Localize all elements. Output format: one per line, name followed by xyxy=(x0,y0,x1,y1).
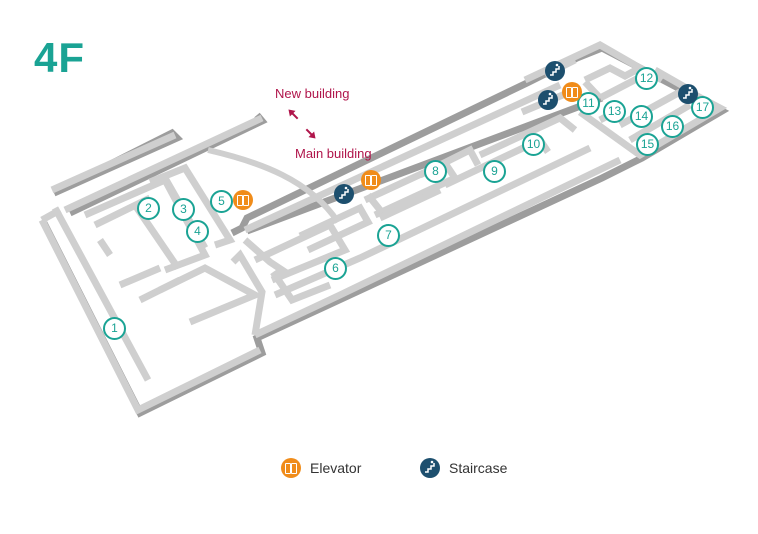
direction-arrows xyxy=(288,109,316,139)
staircase-icon[interactable] xyxy=(334,184,354,204)
legend-staircase-label: Staircase xyxy=(449,460,508,476)
legend-staircase-icon xyxy=(420,458,440,478)
room-marker-12[interactable]: 12 xyxy=(635,67,658,90)
floor-title: 4F xyxy=(34,34,86,81)
room-marker-10[interactable]: 10 xyxy=(522,133,545,156)
arrow-up-left-icon xyxy=(288,109,299,120)
room-marker-1[interactable]: 1 xyxy=(103,317,126,340)
room-marker-16[interactable]: 16 xyxy=(661,115,684,138)
room-marker-15[interactable]: 15 xyxy=(636,133,659,156)
main-building-label[interactable]: Main building xyxy=(295,146,372,161)
room-marker-14[interactable]: 14 xyxy=(630,105,653,128)
staircase-icon[interactable] xyxy=(545,61,565,81)
room-marker-6[interactable]: 6 xyxy=(324,257,347,280)
room-marker-7[interactable]: 7 xyxy=(377,224,400,247)
elevator-icon[interactable] xyxy=(562,82,582,102)
elevator-icon[interactable] xyxy=(361,170,381,190)
room-marker-17[interactable]: 17 xyxy=(691,96,714,119)
new-building-label[interactable]: New building xyxy=(275,86,350,101)
elevator-icon[interactable] xyxy=(233,190,253,210)
room-marker-9[interactable]: 9 xyxy=(483,160,506,183)
arrow-down-right-icon xyxy=(305,128,316,139)
legend-elevator-label: Elevator xyxy=(310,460,362,476)
room-marker-8[interactable]: 8 xyxy=(424,160,447,183)
room-marker-2[interactable]: 2 xyxy=(137,197,160,220)
legend-elevator-icon xyxy=(281,458,301,478)
staircase-icon[interactable] xyxy=(678,84,698,104)
room-marker-3[interactable]: 3 xyxy=(172,198,195,221)
room-marker-11[interactable]: 11 xyxy=(577,92,600,115)
staircase-icon[interactable] xyxy=(538,90,558,110)
room-marker-4[interactable]: 4 xyxy=(186,220,209,243)
room-marker-5[interactable]: 5 xyxy=(210,190,233,213)
room-marker-13[interactable]: 13 xyxy=(603,100,626,123)
